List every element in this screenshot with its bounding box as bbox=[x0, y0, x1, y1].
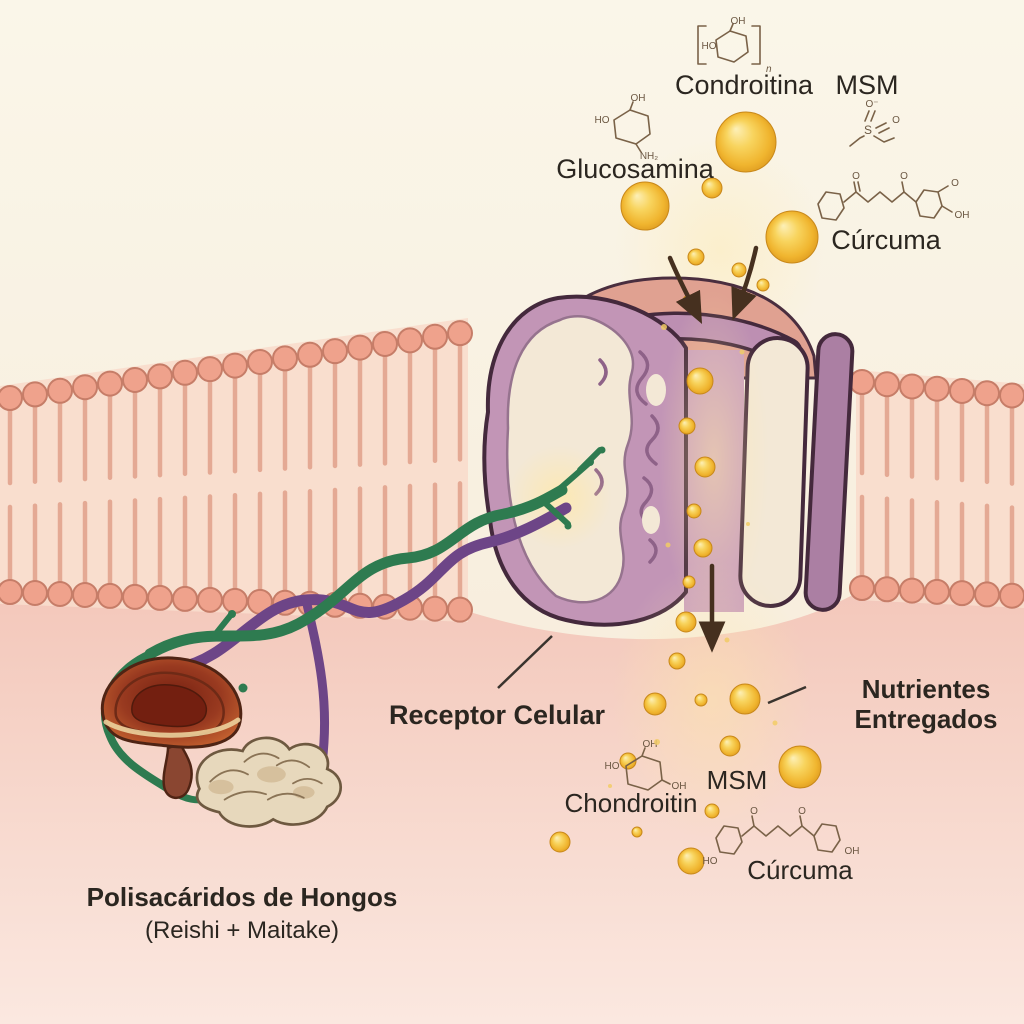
chem-label: OH bbox=[731, 16, 746, 27]
nutrient-sphere bbox=[686, 367, 714, 395]
receptor-cream-pocket bbox=[646, 374, 666, 406]
condroitina-structure-icon: OH HO n bbox=[697, 16, 772, 75]
cell-membrane-right bbox=[849, 369, 1024, 609]
nutrient-sphere bbox=[693, 538, 713, 558]
receptor-right-bar bbox=[803, 332, 855, 612]
chondroitin-structure-icon: OH HO OH bbox=[605, 739, 687, 792]
flow-arrows bbox=[667, 245, 759, 653]
helix-green-branches bbox=[211, 446, 606, 693]
label-curcuma-bottom: Cúrcuma bbox=[747, 855, 853, 885]
helix-strand-purple bbox=[172, 502, 572, 674]
nutrient-spheres bbox=[549, 111, 822, 875]
glow-lower bbox=[612, 560, 812, 840]
chem-label: n bbox=[766, 64, 772, 75]
chem-label: O bbox=[798, 806, 806, 817]
nutrient-sphere bbox=[687, 248, 705, 266]
label-nutrientes-line1: Nutrientes bbox=[862, 674, 991, 704]
label-glucosamina: Glucosamina bbox=[556, 154, 715, 184]
chem-label: O bbox=[892, 115, 900, 126]
nutrient-sphere bbox=[682, 575, 696, 589]
membrane-band-right bbox=[856, 370, 1024, 608]
chem-label: O bbox=[852, 171, 860, 182]
label-reishi-maitake: (Reishi + Maitake) bbox=[145, 917, 339, 944]
msm-structure-icon: O⁻ S O bbox=[849, 99, 900, 147]
chem-label: O bbox=[951, 178, 959, 189]
nutrient-sphere bbox=[765, 210, 819, 264]
label-curcuma-top: Cúrcuma bbox=[831, 225, 942, 255]
nutrient-sphere bbox=[715, 111, 777, 173]
nutrientes-pointer-line bbox=[767, 685, 807, 705]
curcuma-top-structure-icon: O O O OH bbox=[817, 171, 970, 221]
chem-label: O bbox=[900, 171, 908, 182]
receptor-pointer-line bbox=[497, 635, 553, 689]
nutrient-sphere bbox=[694, 456, 716, 478]
nutrient-sphere bbox=[620, 181, 670, 231]
glucosamina-structure-icon: OH HO NH₂ bbox=[595, 93, 659, 162]
maitake-mushroom bbox=[195, 736, 343, 828]
nutrient-sphere bbox=[643, 692, 667, 716]
label-receptor-celular: Receptor Celular bbox=[389, 700, 606, 730]
chem-label: HO bbox=[703, 856, 718, 867]
label-msm-bottom: MSM bbox=[707, 765, 768, 795]
chem-label: HO bbox=[605, 761, 620, 772]
nutrient-sphere bbox=[729, 683, 761, 715]
cell-membrane-left bbox=[0, 320, 473, 623]
chem-label: OH bbox=[672, 781, 687, 792]
mushroom-polysaccharide-helix bbox=[100, 445, 612, 828]
receptor-cream-pocket bbox=[642, 506, 660, 534]
maitake-shade bbox=[208, 779, 234, 795]
nutrient-sphere bbox=[549, 831, 571, 853]
nutrient-sphere bbox=[778, 745, 822, 789]
nutrient-sphere bbox=[704, 803, 720, 819]
nutrient-sphere bbox=[694, 693, 708, 707]
nutrient-sphere bbox=[668, 652, 686, 670]
arrow-down-icon bbox=[667, 255, 703, 325]
nutrient-sphere bbox=[701, 177, 723, 199]
nutrient-sphere bbox=[731, 262, 747, 278]
nutrient-sphere bbox=[686, 503, 702, 519]
label-condroitina: Condroitina bbox=[675, 70, 814, 100]
nutrient-sphere bbox=[619, 752, 637, 770]
maitake-shade bbox=[257, 766, 286, 783]
chem-label: OH bbox=[845, 846, 860, 857]
chem-label: O⁻ bbox=[865, 99, 878, 110]
sparkles bbox=[608, 324, 778, 788]
chem-label: OH bbox=[631, 93, 646, 104]
maitake-ruffles bbox=[209, 752, 323, 801]
label-nutrientes-line2: Entregados bbox=[854, 704, 997, 734]
nutrient-sphere bbox=[678, 417, 696, 435]
reishi-ring-inner bbox=[131, 684, 208, 728]
chem-label: HO bbox=[595, 115, 610, 126]
nutrient-sphere bbox=[677, 847, 705, 875]
chem-label: S bbox=[864, 123, 872, 137]
chem-label: HO bbox=[702, 41, 717, 52]
nutrient-sphere bbox=[675, 611, 697, 633]
label-chondroitin: Chondroitin bbox=[565, 788, 698, 818]
label-msm-top: MSM bbox=[836, 70, 899, 100]
chem-label: OH bbox=[643, 739, 658, 750]
chem-label: OH bbox=[955, 210, 970, 221]
chem-label: O bbox=[750, 806, 758, 817]
label-polisacaridos: Polisacáridos de Hongos bbox=[87, 882, 398, 912]
nutrient-sphere bbox=[756, 278, 770, 292]
reishi-mushroom bbox=[100, 656, 243, 799]
glow-channel bbox=[659, 290, 769, 630]
reishi-rim bbox=[103, 717, 241, 738]
nutrient-sphere bbox=[719, 735, 741, 757]
chem-label: NH₂ bbox=[640, 151, 658, 162]
arrow-down-icon bbox=[731, 245, 759, 321]
reishi-stem bbox=[162, 742, 193, 799]
nutrient-sphere bbox=[631, 826, 643, 838]
helix-strand-green bbox=[144, 484, 568, 660]
curcumin-bottom-structure-icon: O O OH HO bbox=[703, 806, 860, 867]
